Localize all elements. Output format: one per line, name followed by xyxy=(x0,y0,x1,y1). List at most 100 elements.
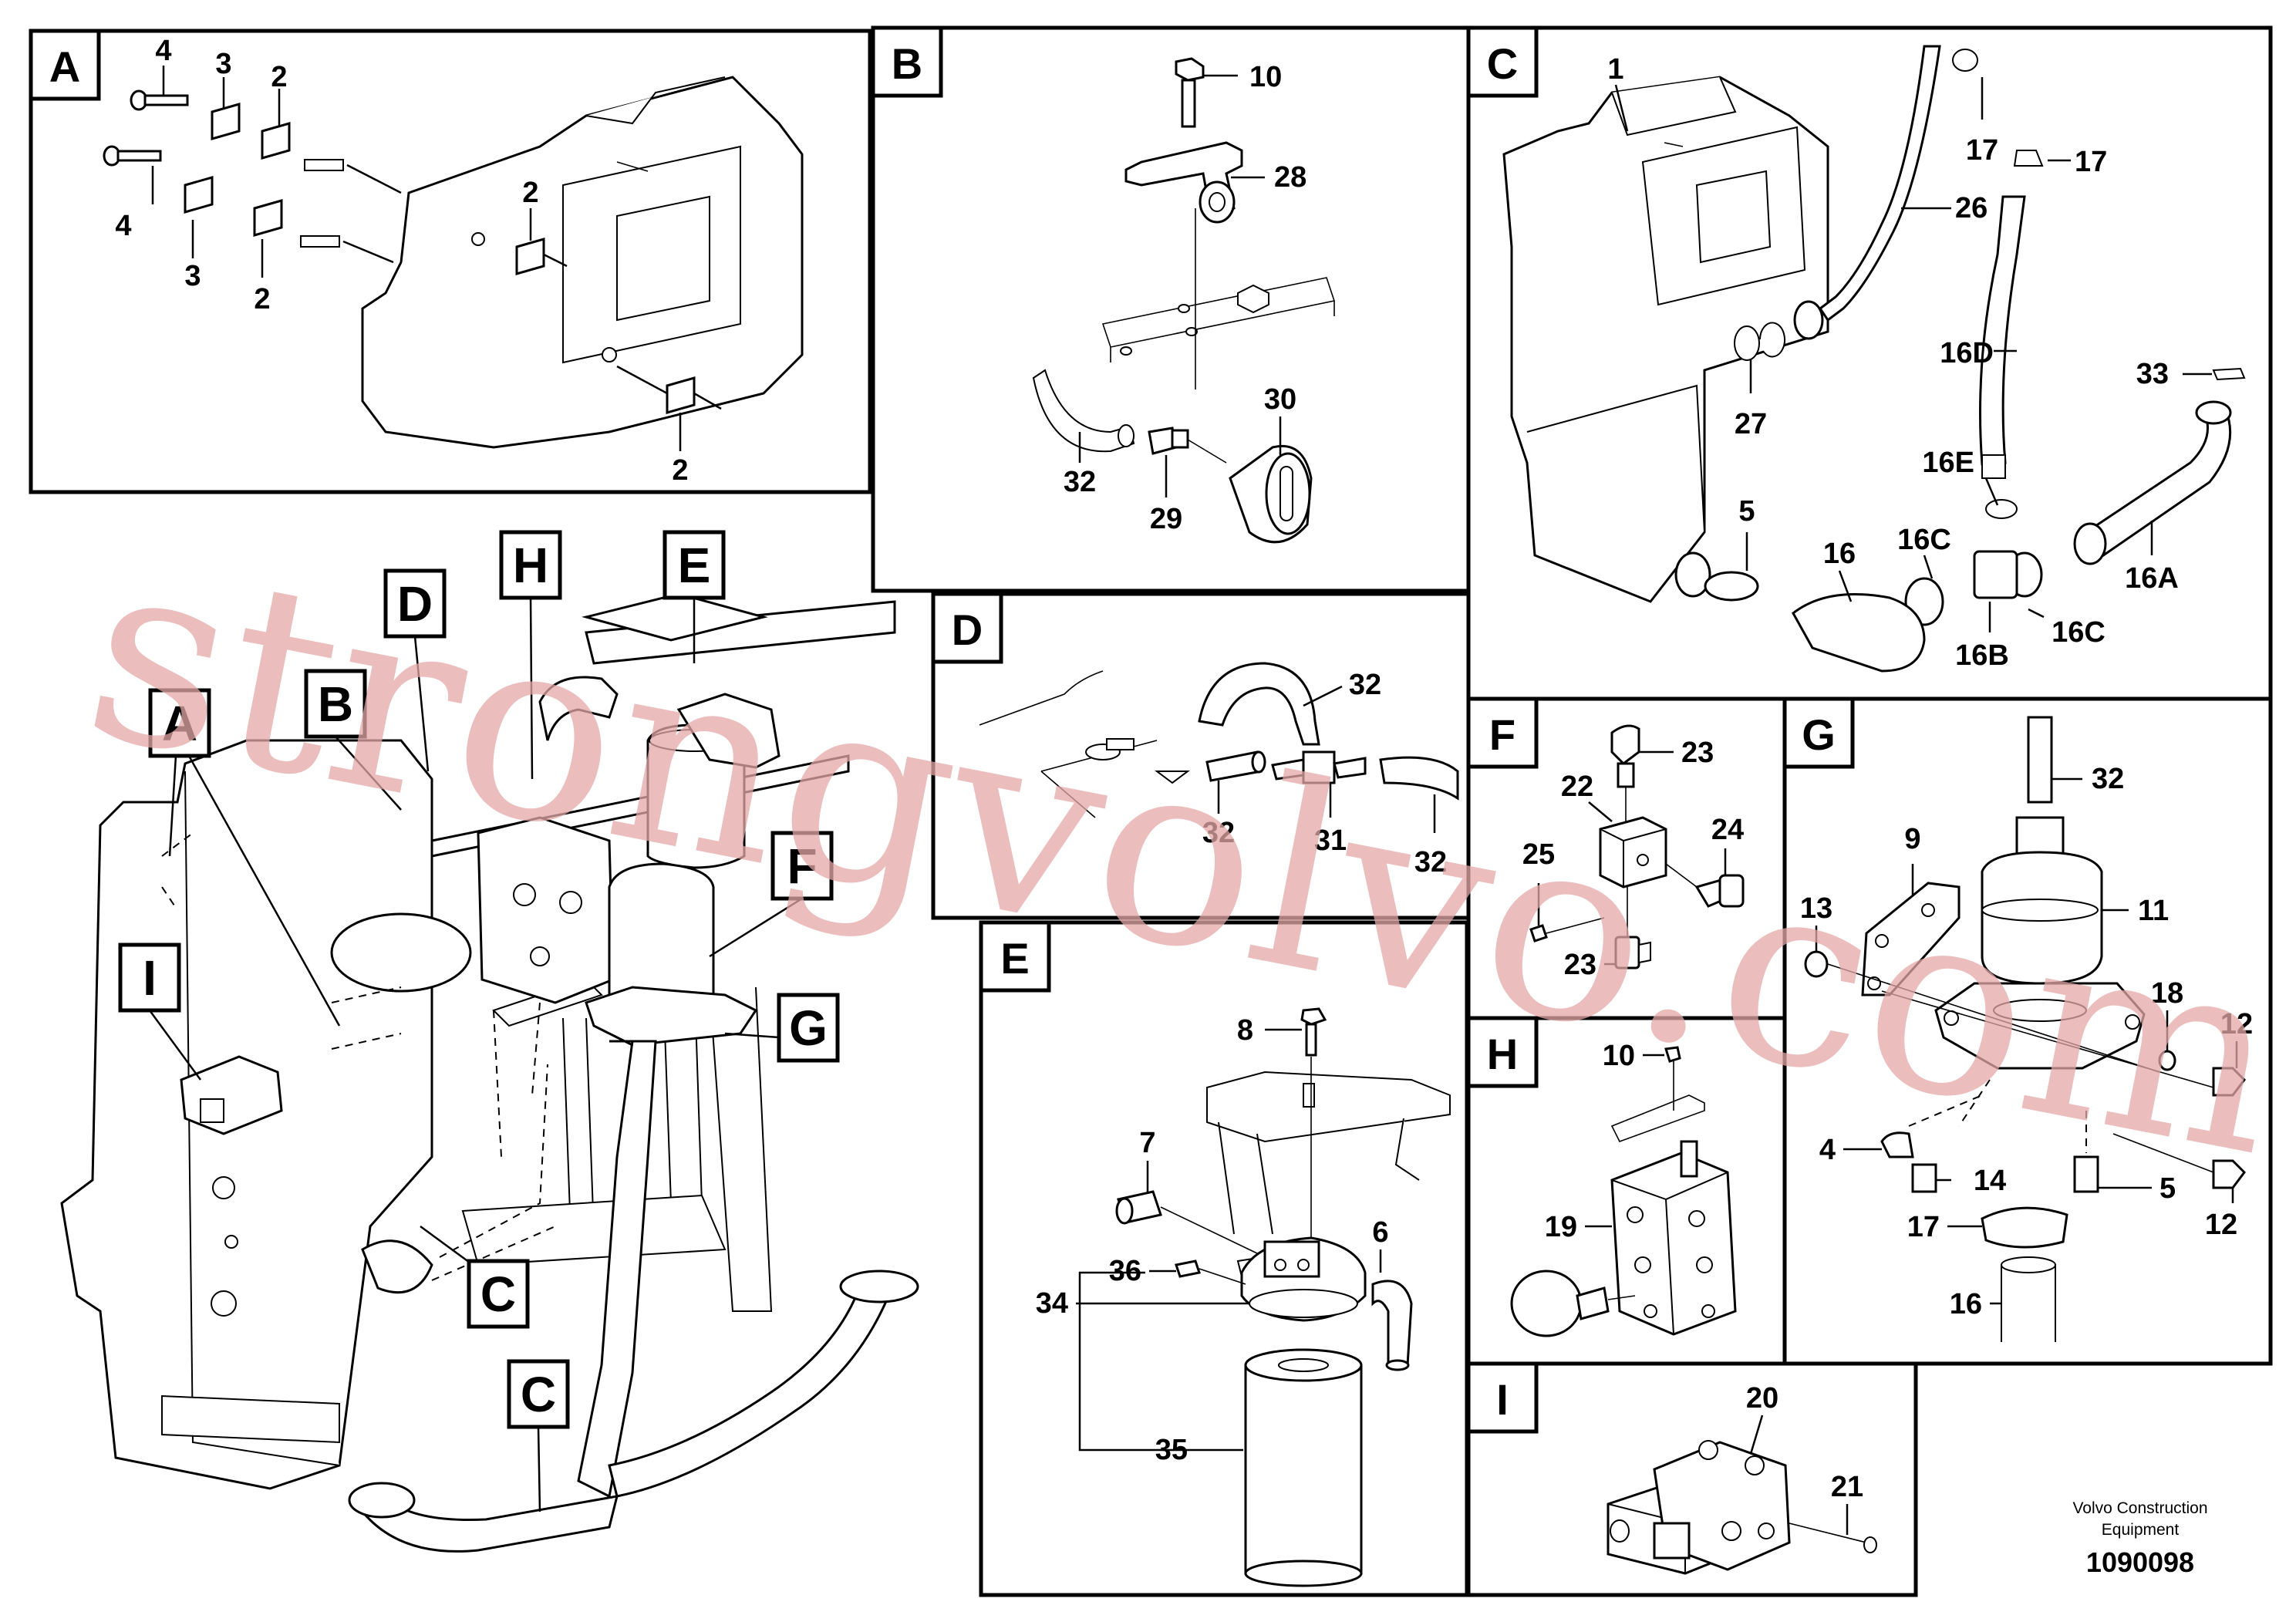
bolt-washer-row-2 xyxy=(103,145,394,264)
callout-label: 25 xyxy=(1522,838,1555,871)
panel-b-tag: B xyxy=(892,39,922,88)
callout-label: 16D xyxy=(1940,337,1994,369)
panel-i-tag: I xyxy=(1496,1375,1509,1424)
callout-label: 12 xyxy=(2205,1209,2237,1241)
svg-text:F: F xyxy=(787,838,817,894)
brand-line-2: Equipment xyxy=(2102,1521,2180,1539)
callout-label: 22 xyxy=(1561,771,1593,803)
panel-g: G xyxy=(1782,696,2273,1366)
panel-c: C xyxy=(1466,25,2273,701)
callout-label: 14 xyxy=(1974,1165,2006,1197)
callout-label: 16C xyxy=(1897,524,1951,556)
callout-label: 11 xyxy=(2138,895,2169,927)
panel-b: B 10 28 30 32 29 xyxy=(871,25,1471,593)
callout-label: 35 xyxy=(1155,1434,1188,1466)
callout-label: 30 xyxy=(1264,383,1296,416)
overview-tag-c-upper: C xyxy=(420,1225,530,1329)
callout-label: 12 xyxy=(2220,1008,2253,1040)
panel-g-tag: G xyxy=(1802,710,1836,759)
callout-label: 29 xyxy=(1150,503,1182,535)
callout-label: 10 xyxy=(1249,61,1282,93)
callout-label: 6 xyxy=(1372,1216,1388,1249)
svg-text:G: G xyxy=(789,1000,828,1056)
svg-text:C: C xyxy=(521,1367,556,1422)
callout-label: 20 xyxy=(1746,1382,1778,1415)
svg-text:B: B xyxy=(318,676,353,732)
callout-label: 10 xyxy=(1603,1040,1635,1072)
panel-f: F 23 22 24 25 23 xyxy=(1466,696,1787,1020)
callout-label: 3 xyxy=(184,260,201,292)
svg-text:D: D xyxy=(397,576,433,632)
overview-tag-h: H xyxy=(499,530,562,780)
callout-label: 4 xyxy=(1819,1134,1836,1166)
callout-label: 4 xyxy=(115,210,131,242)
callout-label: 36 xyxy=(1109,1255,1141,1287)
overview-assembly: D H E B A F I xyxy=(60,530,919,1553)
overview-tag-c-lower: C xyxy=(507,1359,570,1512)
overview-tag-a: A xyxy=(148,688,341,1027)
svg-text:E: E xyxy=(678,538,711,593)
panel-a: A xyxy=(29,29,872,494)
svg-text:C: C xyxy=(480,1266,516,1322)
panel-e-tag: E xyxy=(1000,934,1029,983)
callout-label: 17 xyxy=(1966,134,1998,167)
callout-label: 8 xyxy=(1237,1014,1253,1047)
svg-text:I: I xyxy=(143,950,157,1006)
callout-label: 23 xyxy=(1681,737,1714,769)
callout-label: 21 xyxy=(1831,1471,1863,1503)
callout-label: 7 xyxy=(1139,1127,1155,1159)
callout-label: 2 xyxy=(271,61,287,93)
callout-label: 32 xyxy=(1414,846,1447,878)
overview-tag-e: E xyxy=(663,530,726,663)
panel-i: I 20 21 xyxy=(1466,1361,1918,1597)
callout-label: 19 xyxy=(1545,1211,1577,1243)
callout-label: 16E xyxy=(1922,447,1974,479)
overview-tag-d: D xyxy=(383,568,447,772)
callout-label: 34 xyxy=(1036,1287,1068,1320)
callout-label: 4 xyxy=(155,35,171,67)
svg-text:H: H xyxy=(513,538,548,593)
callout-label: 17 xyxy=(2075,146,2107,178)
panel-d-tag: D xyxy=(952,605,983,654)
callout-label: 18 xyxy=(2151,977,2183,1010)
callout-label: 26 xyxy=(1955,192,1988,224)
callout-label: 24 xyxy=(1711,814,1744,846)
callout-label: 17 xyxy=(1907,1211,1940,1243)
overview-tag-f: F xyxy=(709,831,834,958)
callout-label: 5 xyxy=(1738,495,1755,528)
callout-label: 32 xyxy=(2092,763,2124,795)
callout-label: 2 xyxy=(672,454,688,487)
callout-label: 16B xyxy=(1955,639,2009,672)
panel-f-tag: F xyxy=(1489,710,1515,759)
callout-label: 32 xyxy=(1349,669,1381,701)
callout-label: 31 xyxy=(1314,824,1347,857)
callout-label: 2 xyxy=(522,177,538,209)
overview-tag-i: I xyxy=(118,943,202,1081)
callout-label: 1 xyxy=(1607,53,1623,86)
panel-a-tag: A xyxy=(49,42,80,91)
callout-label: 13 xyxy=(1800,892,1832,925)
callout-label: 3 xyxy=(215,48,231,80)
overview-tag-g: G xyxy=(724,993,840,1063)
callout-label: 16A xyxy=(2125,562,2179,595)
callout-label: 5 xyxy=(2159,1172,2176,1205)
panel-e: E 8 xyxy=(979,920,1469,1597)
callout-label: 23 xyxy=(1564,949,1596,981)
callout-label: 16C xyxy=(2052,616,2106,649)
footer: Volvo Construction Equipment 1090098 xyxy=(2072,1499,2207,1578)
callout-label: 27 xyxy=(1735,408,1767,440)
callout-label: 16 xyxy=(1823,538,1856,570)
svg-text:A: A xyxy=(162,696,197,751)
brand-line-1: Volvo Construction xyxy=(2072,1499,2207,1517)
callout-label: 2 xyxy=(254,283,270,315)
callout-label: 28 xyxy=(1274,161,1306,194)
callout-label: 9 xyxy=(1904,823,1920,855)
callout-label: 33 xyxy=(2136,358,2169,390)
doc-number: 1090098 xyxy=(2086,1546,2194,1578)
callout-label: 32 xyxy=(1202,817,1235,849)
panel-c-tag: C xyxy=(1487,39,1518,88)
bolt-washer-row-1 xyxy=(130,89,402,194)
overview-tag-b: B xyxy=(304,669,402,811)
panel-h-tag: H xyxy=(1487,1030,1518,1078)
